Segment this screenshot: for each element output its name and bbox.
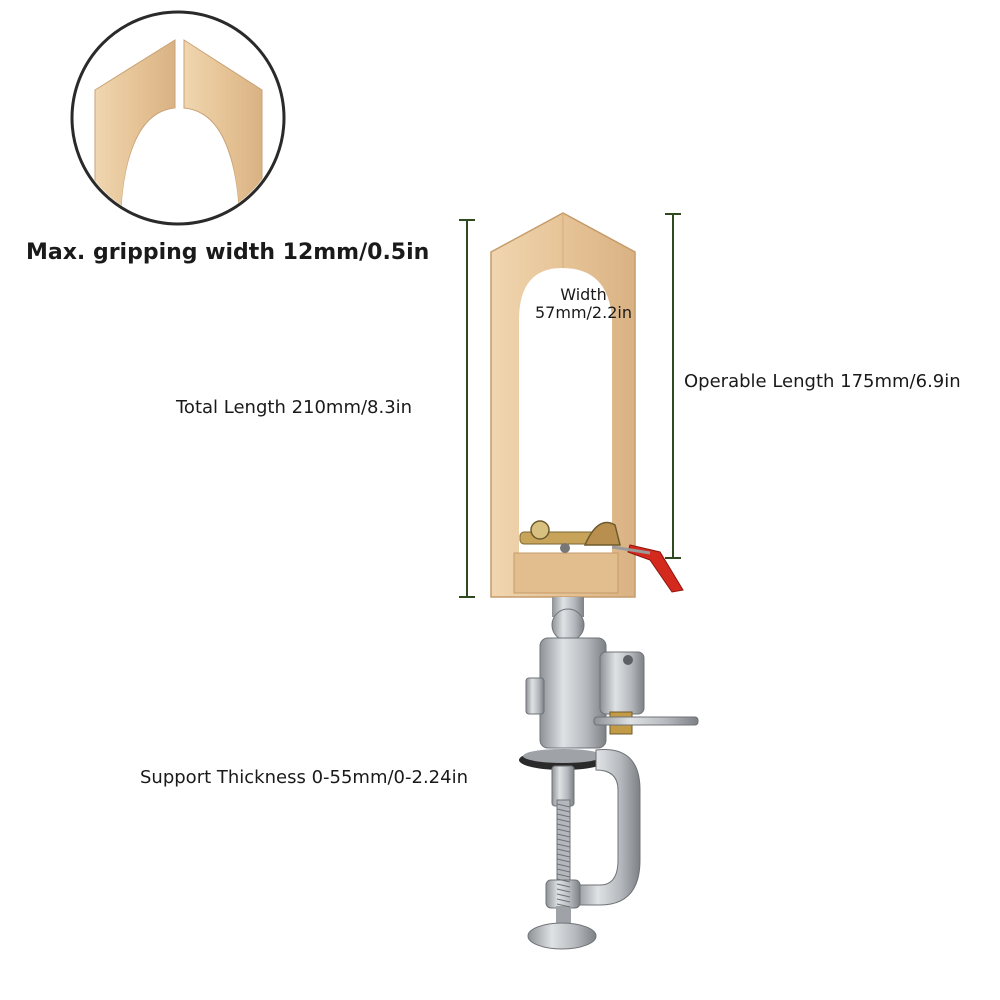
thread-line: [556, 808, 571, 813]
width-value: 57mm/2.2in: [535, 303, 632, 322]
metal-vise-base: [519, 597, 699, 950]
thread-line: [556, 888, 571, 893]
gripping-width-label: Max. gripping width 12mm/0.5in: [26, 240, 430, 265]
thread-line: [556, 903, 571, 908]
thread-line: [556, 818, 571, 823]
wooden-frame: [490, 212, 636, 598]
thread-line: [556, 843, 571, 848]
thread-line: [556, 873, 571, 878]
thread-line: [556, 893, 571, 898]
gripping-detail-inset: [70, 10, 286, 226]
thread-line: [556, 878, 571, 883]
thread-line: [556, 858, 571, 863]
thread-line: [556, 828, 571, 833]
operable-length-dimension: [665, 213, 681, 559]
thread-line: [556, 833, 571, 838]
total-length-dimension: [459, 219, 475, 598]
thread-line: [556, 813, 571, 818]
thread-line: [556, 823, 571, 828]
thread-line: [556, 853, 571, 858]
thread-line: [556, 838, 571, 843]
operable-length-label: Operable Length 175mm/6.9in: [684, 371, 961, 392]
clamp-mechanism: [519, 520, 684, 593]
thread-line: [556, 883, 571, 888]
total-length-label: Total Length 210mm/8.3in: [176, 397, 413, 418]
thread-line: [556, 803, 571, 808]
thread-line: [556, 863, 571, 868]
thread-line: [556, 848, 571, 853]
thread-line: [556, 868, 571, 873]
support-thickness-label: Support Thickness 0-55mm/0-2.24in: [140, 767, 468, 788]
width-label: Width 57mm/2.2in: [535, 286, 632, 322]
width-title: Width: [560, 285, 607, 304]
thread-line: [556, 898, 571, 903]
